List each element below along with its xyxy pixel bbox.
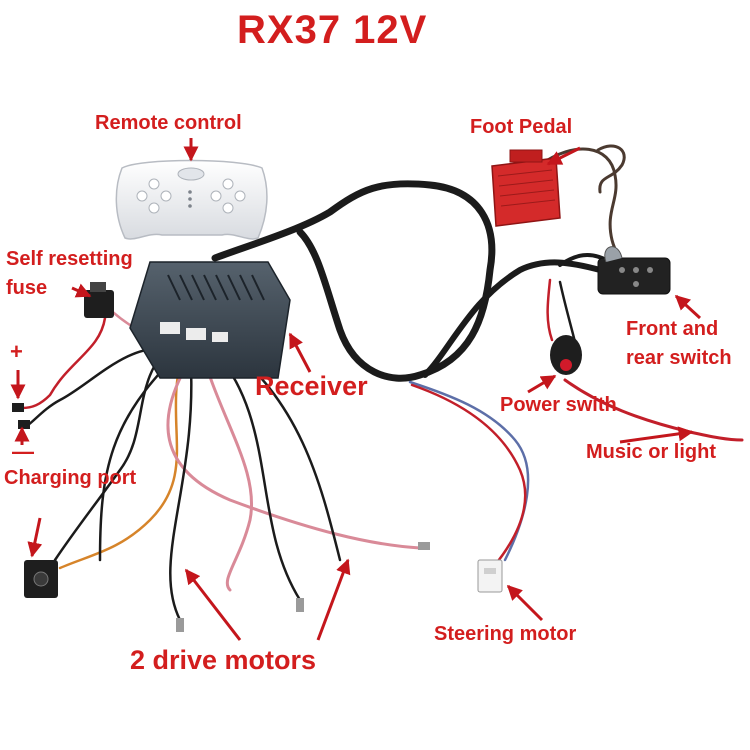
label-self-resetting-fuse-line1: Self resetting [6,248,133,270]
label-drive-motors: 2 drive motors [130,645,317,675]
label-music-or-light: Music or light [586,441,716,463]
label-remote-control: Remote control [95,112,242,134]
label-front-rear-switch-line1: Front and [626,318,719,340]
label-charging-port: Charging port [4,467,137,489]
label-front-rear-switch-line2: rear switch [626,347,732,369]
label-power-switch: Power swith [500,394,617,416]
pointer-arrows [10,138,702,641]
front-rear-switch-device [597,246,671,295]
charging-port-device [24,560,58,598]
foot-pedal-device [491,149,561,227]
fuse-device [84,282,114,318]
power-switch-device [550,335,582,375]
label-negative: — [12,439,34,464]
battery-terminals [12,403,30,429]
label-positive: + [10,339,23,364]
label-foot-pedal: Foot Pedal [470,116,573,138]
steering-motor-connector [477,559,503,593]
label-self-resetting-fuse-line2: fuse [6,277,48,299]
page-title: RX37 12V [237,8,428,52]
label-steering-motor: Steering motor [434,623,577,645]
drive-motor-terminals [176,542,430,632]
remote-control-device [115,159,268,240]
label-receiver: Receiver [255,371,368,401]
receiver-device [129,261,291,379]
